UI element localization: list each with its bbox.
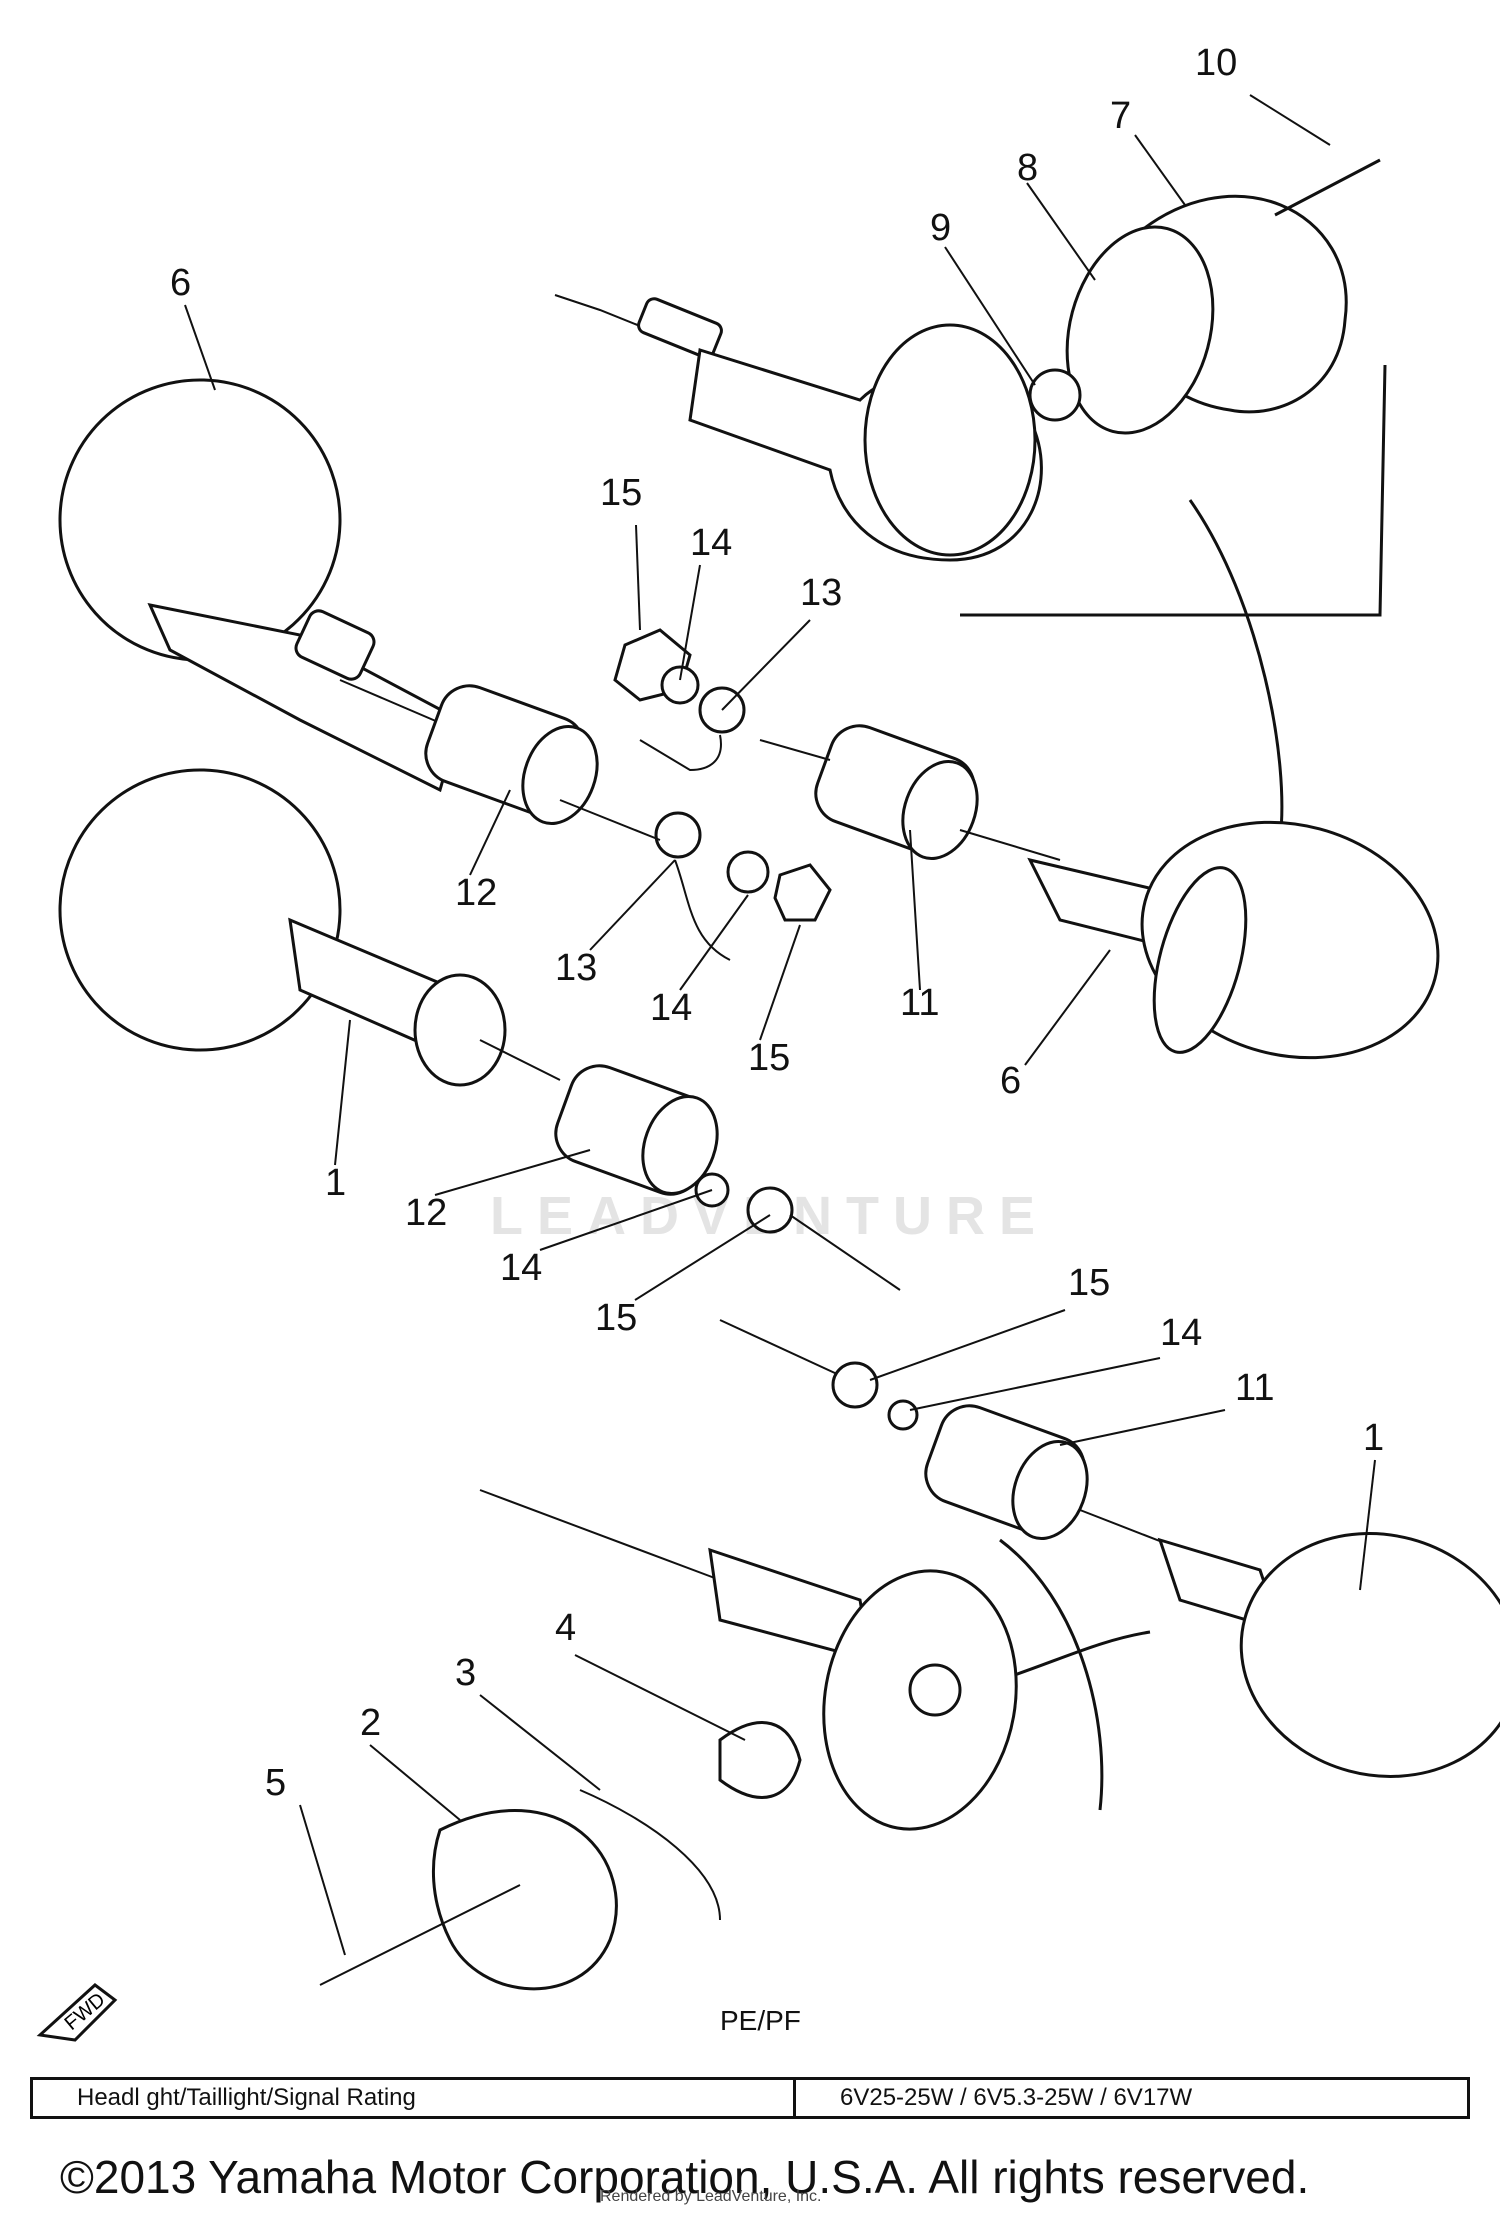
turn-signal-front-left [58,768,901,1291]
callout-15-top: 15 [600,472,642,514]
callout-3: 3 [455,1652,476,1694]
callout-14-lower: 14 [500,1247,542,1289]
copyright-notice: ©2013 Yamaha Motor Corporation, U.S.A. A… [60,2151,1310,2203]
callout-9: 9 [930,207,951,249]
turn-signal-rear-left [58,378,481,793]
callout-5: 5 [265,1762,286,1804]
callout-1-mid: 1 [325,1162,346,1204]
callout-14-bottom: 14 [1160,1312,1202,1354]
callout-15-mid: 15 [748,1037,790,1079]
callout-6-mid: 6 [1000,1060,1021,1102]
callout-13-mid: 13 [555,947,597,989]
callout-14-top: 14 [690,522,732,564]
rating-table: Headl ght/Taillight/Signal Rating 6V25-2… [30,2077,1470,2119]
callout-7: 7 [1110,95,1131,137]
turn-signal-front-right [759,724,1440,1060]
callout-10: 10 [1195,42,1237,84]
callout-13-top: 13 [800,572,842,614]
callout-14-mid: 14 [650,987,692,1029]
turn-signal-lower-right [719,1319,1500,1811]
callout-15-lower: 15 [595,1297,637,1339]
callout-8: 8 [1017,147,1038,189]
callout-1-bottom: 1 [1363,1417,1384,1459]
callout-11-bottom: 11 [1235,1367,1274,1409]
callout-2: 2 [360,1702,381,1744]
rendered-by-note: Rendered by LeadVenture, Inc. [600,2188,822,2205]
rating-label: Headl ght/Taillight/Signal Rating [33,2080,796,2116]
callout-12-upper: 12 [455,872,497,914]
turn-signal-rear-right [554,158,1387,848]
model-code: PE/PF [720,2005,801,2036]
rating-value: 6V25-25W / 6V5.3-25W / 6V17W [840,2084,1193,2111]
callout-leaders [184,94,1376,1956]
turn-signal-lower-left [36,1489,1018,2042]
callout-11-mid: 11 [900,982,939,1024]
fwd-arrow-icon [36,1983,118,2042]
callout-4: 4 [555,1607,576,1649]
callout-15-bottom: 15 [1068,1262,1110,1304]
callout-12-lower: 12 [405,1192,447,1234]
callout-6-top: 6 [170,262,191,304]
